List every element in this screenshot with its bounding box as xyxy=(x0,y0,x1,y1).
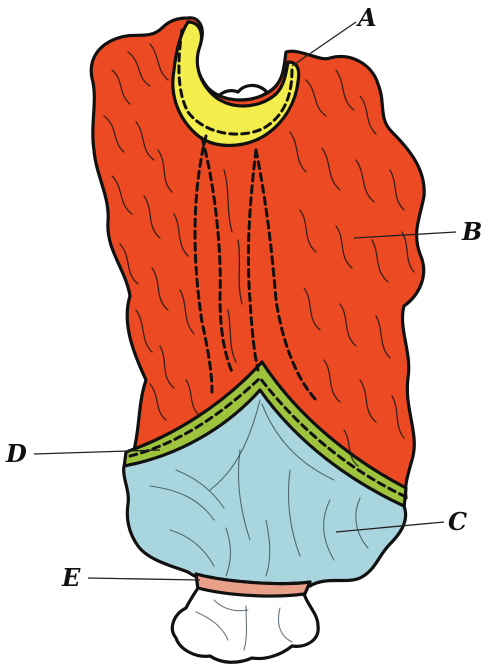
label-b: B xyxy=(461,217,482,246)
leader-e xyxy=(88,578,200,580)
label-a: A xyxy=(356,3,377,32)
label-c: C xyxy=(448,507,467,536)
label-e: E xyxy=(61,563,81,592)
label-d: D xyxy=(5,439,27,468)
lower-tissue xyxy=(172,588,318,662)
